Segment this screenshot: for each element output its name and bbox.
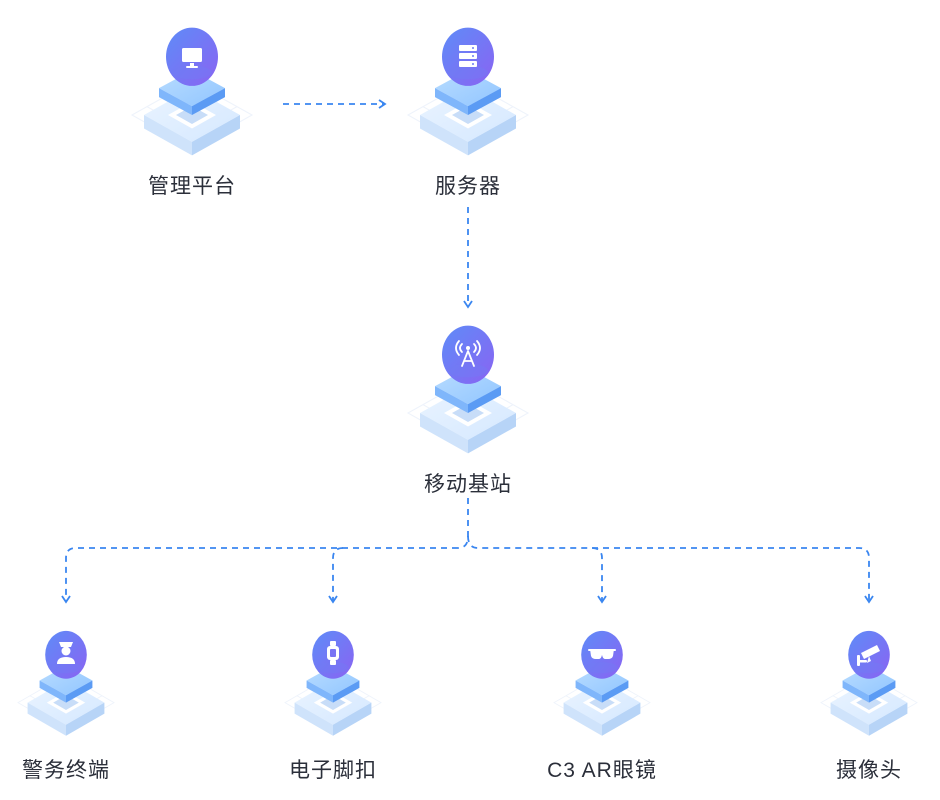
connector-base-trunk	[457, 498, 469, 549]
node-management-platform: 管理平台	[122, 12, 262, 198]
camera-label: 摄像头	[836, 759, 902, 782]
node-camera: 摄像头	[799, 618, 939, 782]
cctv-camera-icon	[857, 645, 880, 666]
ankle-tag-block	[284, 630, 382, 737]
arrow-base-to-glasses	[467, 535, 607, 604]
ar-glasses-icon	[588, 649, 616, 659]
node-mobile-base-station: 移动基站	[398, 310, 538, 496]
police-officer-icon	[57, 642, 75, 664]
police-label: 警务终端	[22, 759, 110, 782]
connectors	[61, 99, 874, 604]
monitor-icon	[182, 48, 202, 68]
node-ar-glasses: C3 AR眼镜	[532, 618, 672, 782]
arrow-base-to-button	[328, 547, 344, 604]
base-station-label: 移动基站	[424, 473, 512, 496]
ankle-tag-label: 电子脚扣	[289, 759, 377, 782]
ar-glasses-label: C3 AR眼镜	[547, 759, 657, 782]
server-label: 服务器	[435, 175, 501, 198]
node-police-terminal: 警务终端	[0, 618, 136, 782]
server-block	[407, 27, 529, 156]
node-server: 服务器	[398, 12, 538, 198]
platform-block	[131, 27, 253, 156]
arrow-base-to-camera	[592, 547, 874, 604]
signal-tower-icon	[455, 340, 481, 367]
base-station-block	[407, 325, 529, 454]
server-rack-icon	[459, 45, 477, 67]
arrow-base-to-police	[61, 547, 458, 604]
police-block	[17, 630, 115, 737]
node-electronic-ankle-tag: 电子脚扣	[263, 618, 403, 782]
platform-label: 管理平台	[148, 175, 236, 198]
ar-glasses-block	[553, 630, 651, 737]
smartwatch-icon	[327, 641, 339, 665]
camera-block	[820, 630, 918, 737]
